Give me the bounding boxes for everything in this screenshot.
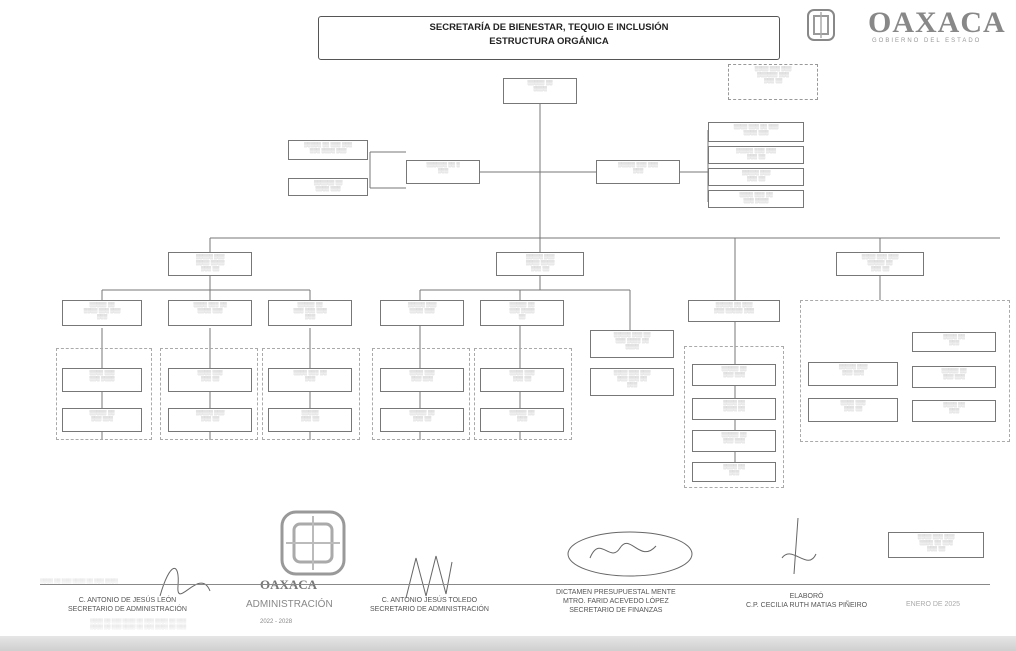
oaxaca-seal-icon bbox=[280, 510, 346, 576]
chart-title: SECRETARÍA DE BIENESTAR, TEQUIO E INCLUS… bbox=[429, 22, 669, 33]
brand-wordmark: OAXACA bbox=[868, 6, 1006, 39]
signature-4: ELABORÓ C.P. CECILIA RUTH MATIAS PIÑEIRO bbox=[746, 593, 868, 609]
region-c-a bbox=[372, 348, 470, 440]
region-r bbox=[684, 346, 784, 488]
stamp-years: 2022 - 2028 bbox=[260, 619, 293, 625]
org-box-unit-b: ░░░░░░ ░░░░░░ ░░░ bbox=[288, 178, 368, 196]
region-l-a bbox=[56, 348, 152, 440]
org-box-fr4: ░░░░░ ░░░░░ ░░░ bbox=[912, 366, 996, 388]
org-box-l-b1: ░░░░ ░░░░░░ ░░ bbox=[168, 368, 252, 392]
org-box-fr5: ░░░░ ░░░░░ bbox=[912, 400, 996, 422]
org-box-r4: ░░░░ ░░░░░ bbox=[692, 462, 776, 482]
org-box-direction-right: ░░░░░ ░░░ ░░░░░░ bbox=[596, 160, 680, 184]
org-box-level3-left: ░░░░░ ░░░░░░░ ░░░░░░░ ░░ bbox=[168, 252, 252, 276]
org-box-c-d: ░░░░ ░░░ ░░░░░░ ░░░ ░░░░░ bbox=[590, 368, 674, 396]
oaxaca-emblem-icon bbox=[807, 9, 835, 41]
chart-title-box: SECRETARÍA DE BIENESTAR, TEQUIO E INCLUS… bbox=[318, 16, 780, 60]
stamp-admin: ADMINISTRACIÓN bbox=[246, 599, 333, 610]
org-box-unit-a: ░░░░░ ░░ ░░░ ░░░░░░ ░░░░ ░░░ bbox=[288, 140, 368, 160]
org-box-right-2: ░░░░░ ░░░ ░░░░░░ ░░ bbox=[708, 146, 804, 164]
signature-1: C. ANTONIO DE JESÚS LEÓN SECRETARIO DE A… bbox=[68, 597, 187, 613]
org-box-l-a2: ░░░░░ ░░░░░ ░░░ bbox=[62, 408, 142, 432]
org-box-fr2: ░░░░ ░░░░░░ ░░ bbox=[808, 398, 898, 422]
region-c-b bbox=[474, 348, 572, 440]
scan-edge bbox=[0, 636, 1016, 651]
org-box-l-c2: ░░░░░░░░ ░░ bbox=[268, 408, 352, 432]
signature-1-icon bbox=[159, 567, 211, 597]
org-box-secretary: ░░░░░ ░░░░░░ bbox=[503, 78, 577, 104]
org-box-right-3: ░░░░░ ░░░░░░ ░░ bbox=[708, 168, 804, 186]
footer-rule bbox=[40, 584, 990, 585]
signature-3: DICTAMEN PRESUPUESTAL MENTE MTRO. FARID … bbox=[556, 589, 676, 614]
org-box-level3-center: ░░░░░ ░░░░░░░ ░░░░░░░ ░░ bbox=[496, 252, 584, 276]
footnote-bottom: ░░░░ ░░ ░░░ ░░░░ ░░ ░░░ ░░░░ ░░ ░░░░░░░ … bbox=[90, 618, 187, 629]
org-box-c-a: ░░░░░ ░░░░░░░ ░░░ bbox=[380, 300, 464, 326]
org-box-legend: ░░░░ ░░░ ░░░░░░░ ░░ ░░░░░░ ░░ bbox=[888, 532, 984, 558]
signature-2-icon bbox=[405, 555, 453, 599]
region-far-right bbox=[800, 300, 1010, 442]
org-box-level3-right: ░░░░░ ░░ ░░░░░░ ░░░░░ ░░░ bbox=[688, 300, 780, 322]
org-box-c-b: ░░░░░ ░░░░░ ░░░░░░ bbox=[480, 300, 564, 326]
signature-4-icon bbox=[781, 517, 817, 575]
org-box-c-c: ░░░░░ ░░░ ░░░░░ ░░░░ ░░░░░░ bbox=[590, 330, 674, 358]
org-box-staff-unit: ░░░░ ░░░ ░░░░░░░░░ ░░░░░░ ░░ bbox=[728, 64, 818, 100]
org-box-r2: ░░░░ ░░░░░░ ░░ bbox=[692, 398, 776, 420]
region-l-c bbox=[262, 348, 360, 440]
org-box-direction-left: ░░░░░░ ░░ ░░░░ bbox=[406, 160, 480, 184]
org-box-level3-far-right: ░░░░ ░░░ ░░░░░░░░ ░░░░░ ░░ bbox=[836, 252, 924, 276]
org-box-right-1: ░░░░ ░░░ ░░ ░░░░░░░ ░░░ bbox=[708, 122, 804, 142]
org-box-c-a2: ░░░░░ ░░░░░ ░░ bbox=[380, 408, 464, 432]
region-l-b bbox=[160, 348, 258, 440]
signature-2: C. ANTONIO JESÚS TOLEDO SECRETARIO DE AD… bbox=[370, 597, 489, 613]
org-box-r3: ░░░░░ ░░░░░ ░░░ bbox=[692, 430, 776, 452]
org-box-c-b2: ░░░░░ ░░░░░ bbox=[480, 408, 564, 432]
org-box-right-4: ░░░░ ░░░ ░░░░░ ░░░░ bbox=[708, 190, 804, 208]
chart-subtitle: ESTRUCTURA ORGÁNICA bbox=[489, 36, 609, 47]
org-box-r1: ░░░░░ ░░░░░ ░░░ bbox=[692, 364, 776, 386]
org-box-l-a1: ░░░░ ░░░░░░ ░░░░ bbox=[62, 368, 142, 392]
org-box-c-a1: ░░░░ ░░░░░░ ░░░ bbox=[380, 368, 464, 392]
org-box-c-b1: ░░░░ ░░░░░░ ░░ bbox=[480, 368, 564, 392]
org-box-l-b2: ░░░░░ ░░░░░░ ░░ bbox=[168, 408, 252, 432]
org-box-fr3: ░░░░ ░░░░░ bbox=[912, 332, 996, 352]
org-box-l-a: ░░░░░ ░░░░░░ ░░░ ░░░░░░ bbox=[62, 300, 142, 326]
org-box-fr1: ░░░░░ ░░░░░░ ░░░ bbox=[808, 362, 898, 386]
brand-subtitle: GOBIERNO DEL ESTADO bbox=[872, 38, 982, 44]
org-box-l-c: ░░░░░ ░░░░░ ░░░ ░░░░░░ bbox=[268, 300, 352, 326]
footnote-top: ░░░░ ░░ ░░░ ░░░░ ░░ ░░░ ░░░░ bbox=[40, 578, 118, 583]
org-box-l-b: ░░░░ ░░░ ░░░░░░ ░░░ bbox=[168, 300, 252, 326]
org-box-l-c1: ░░░░ ░░░ ░░░░░ bbox=[268, 368, 352, 392]
signature-3-icon bbox=[567, 531, 693, 577]
signature-date: ENERO DE 2025 bbox=[906, 601, 961, 608]
